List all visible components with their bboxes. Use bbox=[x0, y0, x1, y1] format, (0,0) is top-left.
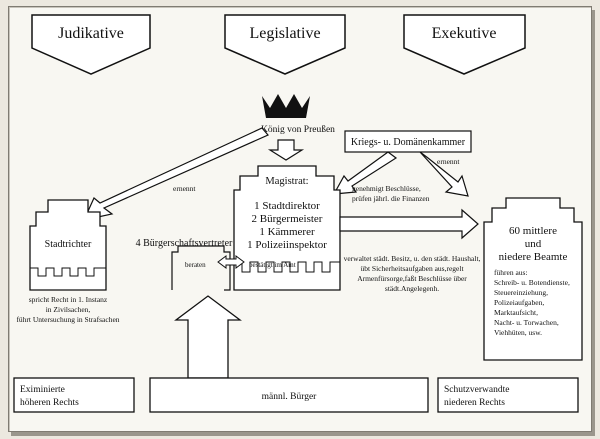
beamte-task-7: Viehhüten, usw. bbox=[494, 328, 542, 337]
beamte-line-2: und bbox=[525, 238, 542, 250]
ernennt-right-label: ernennt bbox=[437, 157, 460, 166]
beamte-tower: 60 mittlere und niedere Beamte führen au… bbox=[483, 197, 583, 361]
eximierte-line-2: höheren Rechts bbox=[20, 398, 79, 408]
kriegskammer-label: Kriegs- u. Domänenkammer bbox=[351, 137, 466, 148]
beamte-task-2: Schreib- u. Botendienste, bbox=[494, 278, 570, 287]
magistrat-tower: Magistrat: 1 Stadtdirektor 2 Bürgermeist… bbox=[233, 165, 341, 291]
buerger-box: männl. Bürger bbox=[149, 377, 429, 413]
header-exekutive-label: Exekutive bbox=[432, 25, 497, 42]
magistrat-line-3: 1 Kämmerer bbox=[259, 226, 315, 238]
richter-task-2: in Zivilsachen, bbox=[46, 305, 91, 314]
arrow-koenig-magistrat bbox=[267, 139, 305, 161]
richter-task-3: führt Untersuchung in Strafsachen bbox=[16, 315, 119, 324]
header-judikative: Judikative bbox=[31, 14, 151, 75]
beamte-task-1: führen aus: bbox=[494, 268, 528, 277]
arrow-kammer-beamte bbox=[419, 151, 469, 197]
schutz-line-1: Schutzverwandte bbox=[444, 385, 509, 395]
stadtrichter-tower: Stadtrichter bbox=[29, 199, 107, 291]
arrow-buerger-up bbox=[174, 295, 242, 379]
magistrat-title: Magistrat: bbox=[265, 176, 308, 187]
beamte-task-3: Steuereinziehung, bbox=[494, 288, 548, 297]
schutz-line-2: niederen Rechts bbox=[444, 398, 505, 408]
koenig-label: König von Preußen bbox=[261, 124, 335, 135]
header-legislative-label: Legislative bbox=[249, 25, 320, 42]
buergerschaft-label: 4 Bürgerschaftsvertreter bbox=[136, 238, 233, 249]
schutz-box: Schutzverwandte niederen Rechts bbox=[437, 377, 579, 413]
magistrat-line-2: 2 Bürgermeister bbox=[252, 213, 323, 225]
buerger-label: männl. Bürger bbox=[262, 392, 318, 402]
verwaltet-line-3: Armenfürsorge,faßt Beschlüsse über bbox=[357, 274, 467, 283]
arrow-kammer-magistrat bbox=[332, 151, 398, 195]
verwaltet-line-4: städt.Angelegenh. bbox=[385, 284, 439, 293]
genehmigt-line-2: prüfen jährl. die Finanzen bbox=[352, 194, 430, 203]
arrow-magistrat-beamte bbox=[339, 208, 479, 240]
crown-icon bbox=[262, 94, 310, 118]
genehmigt-line-1: genehmigt Beschlüsse, bbox=[352, 184, 421, 193]
beamte-line-3: niedere Beamte bbox=[499, 251, 568, 263]
verwaltet-line-1: verwaltet städt. Besitz, u. den städt. H… bbox=[344, 254, 481, 263]
beraten-label: beraten bbox=[185, 261, 206, 269]
kriegskammer-box: Kriegs- u. Domänenkammer bbox=[344, 130, 472, 153]
ernennt-left-label: ernennt bbox=[173, 184, 196, 193]
beamte-line-1: 60 mittlere bbox=[509, 225, 557, 237]
header-legislative: Legislative bbox=[224, 14, 346, 75]
beamte-task-5: Marktaufsicht, bbox=[494, 308, 538, 317]
bestaetigt-label: bestätigt im Amt bbox=[249, 261, 296, 269]
stadtrichter-label: Stadtrichter bbox=[45, 239, 92, 250]
arrow-beraten-bestaetigt bbox=[217, 255, 245, 269]
header-exekutive: Exekutive bbox=[403, 14, 526, 75]
eximierte-box: Eximinierte höheren Rechts bbox=[13, 377, 135, 413]
richter-task-1: spricht Recht in 1. Instanz bbox=[29, 295, 108, 304]
magistrat-line-4: 1 Polizeiinspektor bbox=[247, 239, 327, 251]
beamte-task-6: Nacht- u. Torwachen, bbox=[494, 318, 559, 327]
buergerschaft-frame: 4 Bürgerschaftsvertreter bbox=[136, 238, 233, 291]
magistrat-line-1: 1 Stadtdirektor bbox=[254, 200, 320, 212]
eximierte-line-1: Eximinierte bbox=[20, 385, 65, 395]
verwaltet-line-2: übt Sicherheitsaufgaben aus,regelt bbox=[360, 264, 464, 273]
beamte-task-4: Polizeiaufgaben, bbox=[494, 298, 544, 307]
header-judikative-label: Judikative bbox=[58, 25, 124, 42]
